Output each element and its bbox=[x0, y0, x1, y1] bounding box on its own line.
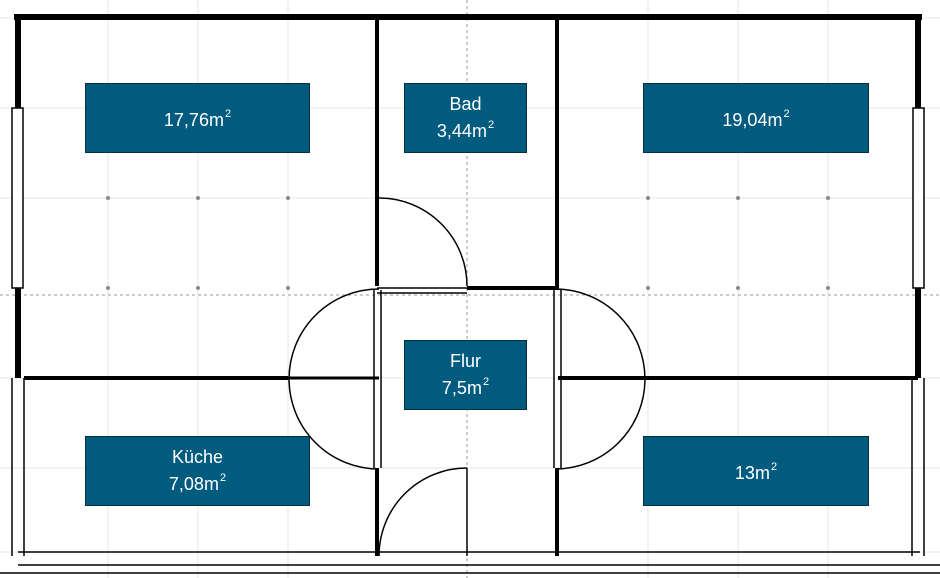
room-area: 17,76m2 bbox=[163, 107, 232, 130]
room-area: 19,04m2 bbox=[722, 107, 790, 130]
door-swings bbox=[288, 197, 646, 557]
room-label-flur: Flur 7,5m2 bbox=[404, 340, 527, 410]
room-name: Bad bbox=[449, 94, 482, 114]
room-name: Flur bbox=[450, 351, 481, 371]
room-area: 3,44m2 bbox=[436, 119, 495, 141]
exterior-walls bbox=[14, 14, 922, 378]
room-area: 13m2 bbox=[734, 460, 778, 483]
windows bbox=[0, 107, 940, 574]
room-label-top-left: 17,76m2 bbox=[85, 83, 310, 153]
room-name: Küche bbox=[171, 447, 224, 467]
interior-walls bbox=[24, 18, 918, 556]
room-area: 7,5m2 bbox=[441, 376, 490, 398]
room-area: 7,08m2 bbox=[168, 472, 227, 494]
room-label-bad: Bad 3,44m2 bbox=[404, 83, 527, 153]
room-label-top-right: 19,04m2 bbox=[643, 83, 869, 153]
room-label-bottom-right: 13m2 bbox=[643, 436, 869, 506]
room-label-kueche: Küche 7,08m2 bbox=[85, 436, 310, 506]
grid-dots bbox=[106, 196, 830, 290]
